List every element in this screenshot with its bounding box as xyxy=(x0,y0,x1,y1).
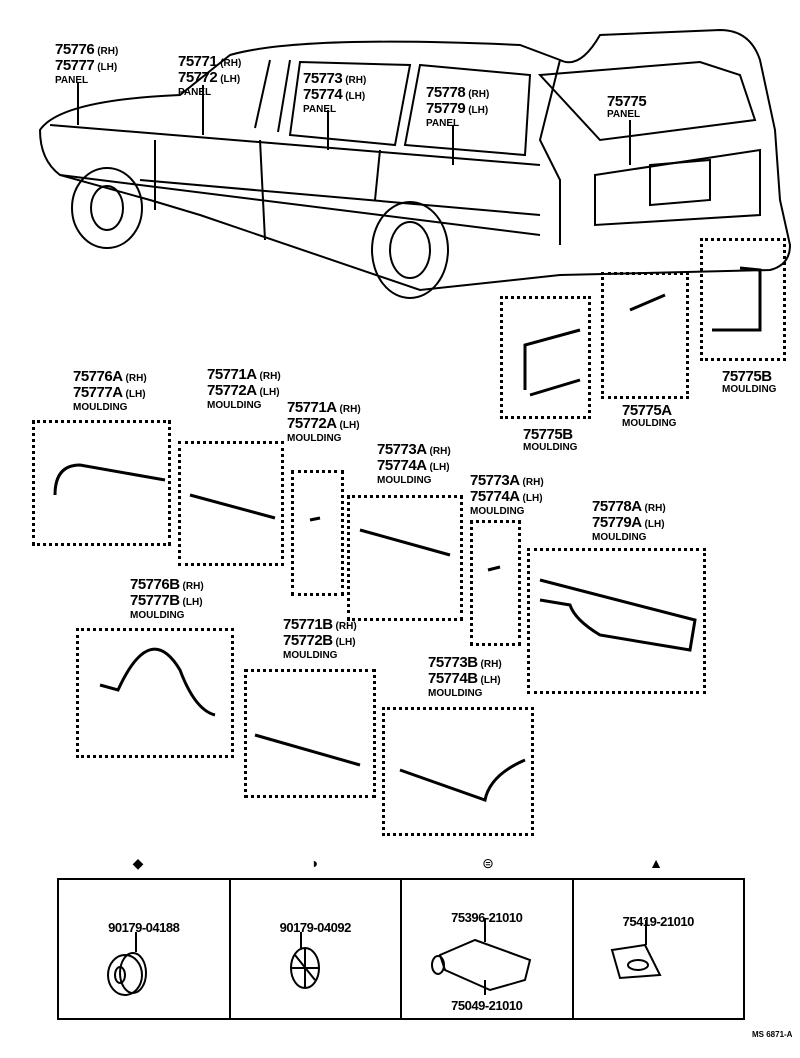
fastener-cell: 90179-04092 xyxy=(231,880,402,1018)
part-number: 75419-21010 xyxy=(622,914,695,929)
part-number-secondary: 75049-21010 xyxy=(451,998,523,1013)
half-circle-icon: ◑ xyxy=(309,855,319,871)
callout-moulding-75771A-a: 75771A(RH)75772A(LH)MOULDING xyxy=(207,366,281,411)
part-number: 90179-04092 xyxy=(279,920,352,935)
fastener-cell: 75419-21010 xyxy=(574,880,744,1018)
moulding-box-75776B xyxy=(76,628,234,758)
fastener-cell: 90179-04188 xyxy=(59,880,231,1018)
callout-panel-75773: 75773(RH)75774(LH)PANEL xyxy=(303,70,367,115)
moulding-box-75775A xyxy=(601,272,689,399)
clip-circle-icon: ⊜ xyxy=(482,855,494,871)
callout-moulding-75771A-b: 75771A(RH)75772A(LH)MOULDING xyxy=(287,399,361,444)
callout-moulding-75773A-b: 75773A(RH)75774A(LH)MOULDING xyxy=(470,472,544,517)
fastener-cell: 75396-21010 75049-21010 xyxy=(402,880,574,1018)
moulding-box-75775B-lower xyxy=(500,296,591,419)
moulding-box-75771B xyxy=(244,669,376,798)
callout-panel-75771: 75771(RH)75772(LH)PANEL xyxy=(178,53,242,98)
moulding-box-75773B xyxy=(382,707,534,836)
callout-moulding-75778A: 75778A(RH)75779A(LH)MOULDING xyxy=(592,498,666,543)
moulding-box-75775B-upper xyxy=(700,238,786,361)
callout-panel-75776: 75776(RH)75777(LH)PANEL xyxy=(55,41,119,86)
part-number: 90179-04188 xyxy=(108,920,180,935)
moulding-box-75773A-b xyxy=(470,520,521,646)
moulding-box-75771A-a xyxy=(178,441,284,566)
part-number: 75396-21010 xyxy=(451,910,523,925)
callout-moulding-75773B: 75773B(RH)75774B(LH)MOULDING xyxy=(428,654,502,699)
moulding-box-75776A xyxy=(32,420,171,546)
callout-moulding-75771B: 75771B(RH)75772B(LH)MOULDING xyxy=(283,616,357,661)
reference-code: MS 6871-A xyxy=(752,1030,793,1039)
moulding-box-75771A-b xyxy=(291,470,344,596)
callout-panel-75778: 75778(RH)75779(LH)PANEL xyxy=(426,84,490,129)
callout-moulding-75773A-a: 75773A(RH)75774A(LH)MOULDING xyxy=(377,441,451,486)
moulding-box-75778A xyxy=(527,548,706,694)
fastener-table: 90179-04188 90179-04092 75396-21010 75049… xyxy=(57,878,745,1020)
triangle-circle-icon: ▲ xyxy=(649,855,663,871)
moulding-box-75773A-a xyxy=(347,495,463,621)
callout-moulding-75776B: 75776B(RH)75777B(LH)MOULDING xyxy=(130,576,204,621)
diamond-square-icon: ◆ xyxy=(132,855,144,871)
callout-moulding-75776A: 75776A(RH)75777A(LH)MOULDING xyxy=(73,368,147,413)
